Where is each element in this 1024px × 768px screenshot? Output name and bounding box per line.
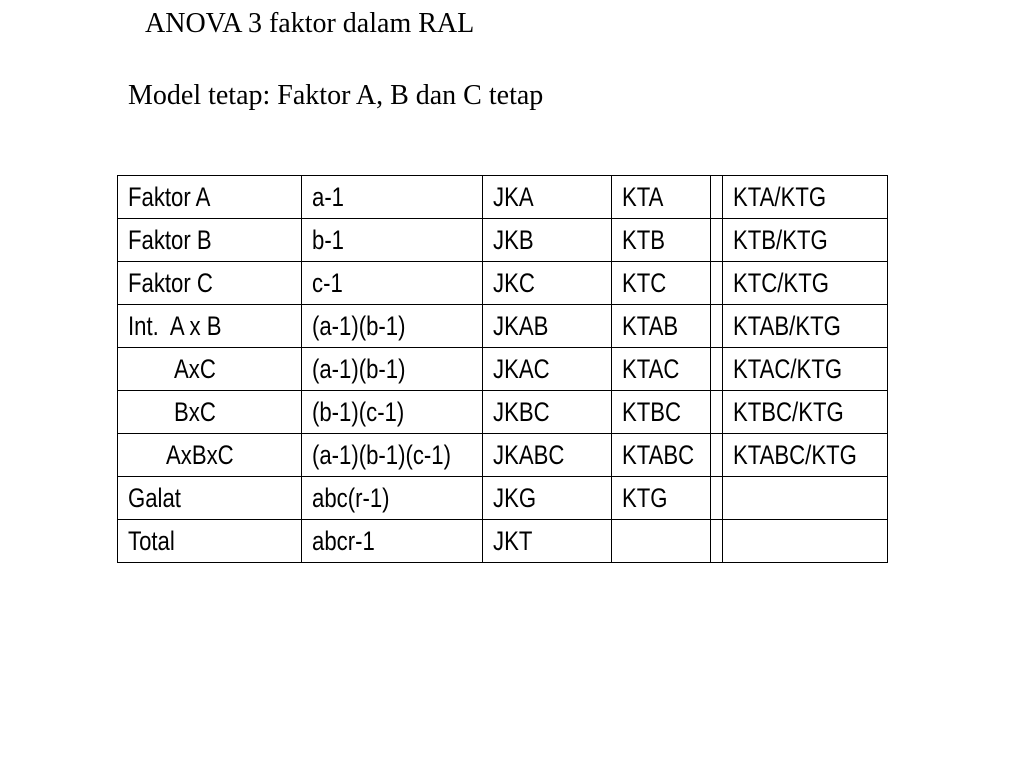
cell-jk: JKBC	[481, 390, 612, 434]
cell-f	[721, 476, 888, 520]
cell-f: KTB/KTG	[721, 218, 888, 262]
cell-jk: JKC	[481, 261, 612, 305]
slide-title: ANOVA 3 faktor dalam RAL	[145, 8, 475, 39]
cell-source: BxC	[117, 390, 302, 434]
cell-source: Int. A x B	[117, 304, 302, 348]
cell-source: AxC	[117, 347, 302, 391]
cell-f: KTABC/KTG	[721, 433, 888, 477]
table-row: AxBxC (a-1)(b-1)(c-1) JKABC KTABC KTABC/…	[117, 433, 888, 477]
cell-db: (a-1)(b-1)	[301, 304, 483, 348]
cell-kt: KTAB	[610, 304, 711, 348]
table-row: Int. A x B (a-1)(b-1) JKAB KTAB KTAB/KTG	[117, 304, 888, 348]
table-row: Faktor A a-1 JKA KTA KTA/KTG	[117, 175, 888, 219]
cell-db: (a-1)(b-1)	[301, 347, 483, 391]
cell-kt	[610, 519, 711, 563]
cell-jk: JKT	[481, 519, 612, 563]
cell-gap	[709, 218, 723, 262]
table-row: Total abcr-1 JKT	[117, 519, 888, 563]
anova-table: Faktor A a-1 JKA KTA KTA/KTG Faktor B b-…	[117, 175, 888, 563]
cell-source: Faktor A	[117, 175, 302, 219]
cell-f: KTBC/KTG	[721, 390, 888, 434]
cell-kt: KTB	[610, 218, 711, 262]
cell-f: KTA/KTG	[721, 175, 888, 219]
table-row: Faktor B b-1 JKB KTB KTB/KTG	[117, 218, 888, 262]
cell-gap	[709, 519, 723, 563]
cell-db: c-1	[301, 261, 483, 305]
cell-jk: JKAB	[481, 304, 612, 348]
cell-db: abc(r-1)	[301, 476, 483, 520]
cell-source: Faktor C	[117, 261, 302, 305]
cell-source: Galat	[117, 476, 302, 520]
table-row: BxC (b-1)(c-1) JKBC KTBC KTBC/KTG	[117, 390, 888, 434]
cell-f	[721, 519, 888, 563]
cell-jk: JKB	[481, 218, 612, 262]
cell-gap	[709, 476, 723, 520]
cell-kt: KTC	[610, 261, 711, 305]
cell-jk: JKA	[481, 175, 612, 219]
cell-kt: KTA	[610, 175, 711, 219]
cell-jk: JKABC	[481, 433, 612, 477]
cell-source: AxBxC	[117, 433, 302, 477]
cell-kt: KTAC	[610, 347, 711, 391]
cell-kt: KTG	[610, 476, 711, 520]
table-row: AxC (a-1)(b-1) JKAC KTAC KTAC/KTG	[117, 347, 888, 391]
cell-db: (b-1)(c-1)	[301, 390, 483, 434]
cell-db: abcr-1	[301, 519, 483, 563]
cell-db: (a-1)(b-1)(c-1)	[301, 433, 483, 477]
cell-gap	[709, 433, 723, 477]
table-row: Faktor C c-1 JKC KTC KTC/KTG	[117, 261, 888, 305]
cell-gap	[709, 304, 723, 348]
cell-gap	[709, 261, 723, 305]
cell-f: KTC/KTG	[721, 261, 888, 305]
cell-kt: KTBC	[610, 390, 711, 434]
slide-subtitle: Model tetap: Faktor A, B dan C tetap	[128, 80, 544, 111]
cell-gap	[709, 347, 723, 391]
cell-gap	[709, 390, 723, 434]
cell-gap	[709, 175, 723, 219]
cell-f: KTAC/KTG	[721, 347, 888, 391]
cell-jk: JKG	[481, 476, 612, 520]
cell-jk: JKAC	[481, 347, 612, 391]
cell-f: KTAB/KTG	[721, 304, 888, 348]
cell-source: Total	[117, 519, 302, 563]
cell-kt: KTABC	[610, 433, 711, 477]
cell-source: Faktor B	[117, 218, 302, 262]
cell-db: b-1	[301, 218, 483, 262]
cell-db: a-1	[301, 175, 483, 219]
table-row: Galat abc(r-1) JKG KTG	[117, 476, 888, 520]
